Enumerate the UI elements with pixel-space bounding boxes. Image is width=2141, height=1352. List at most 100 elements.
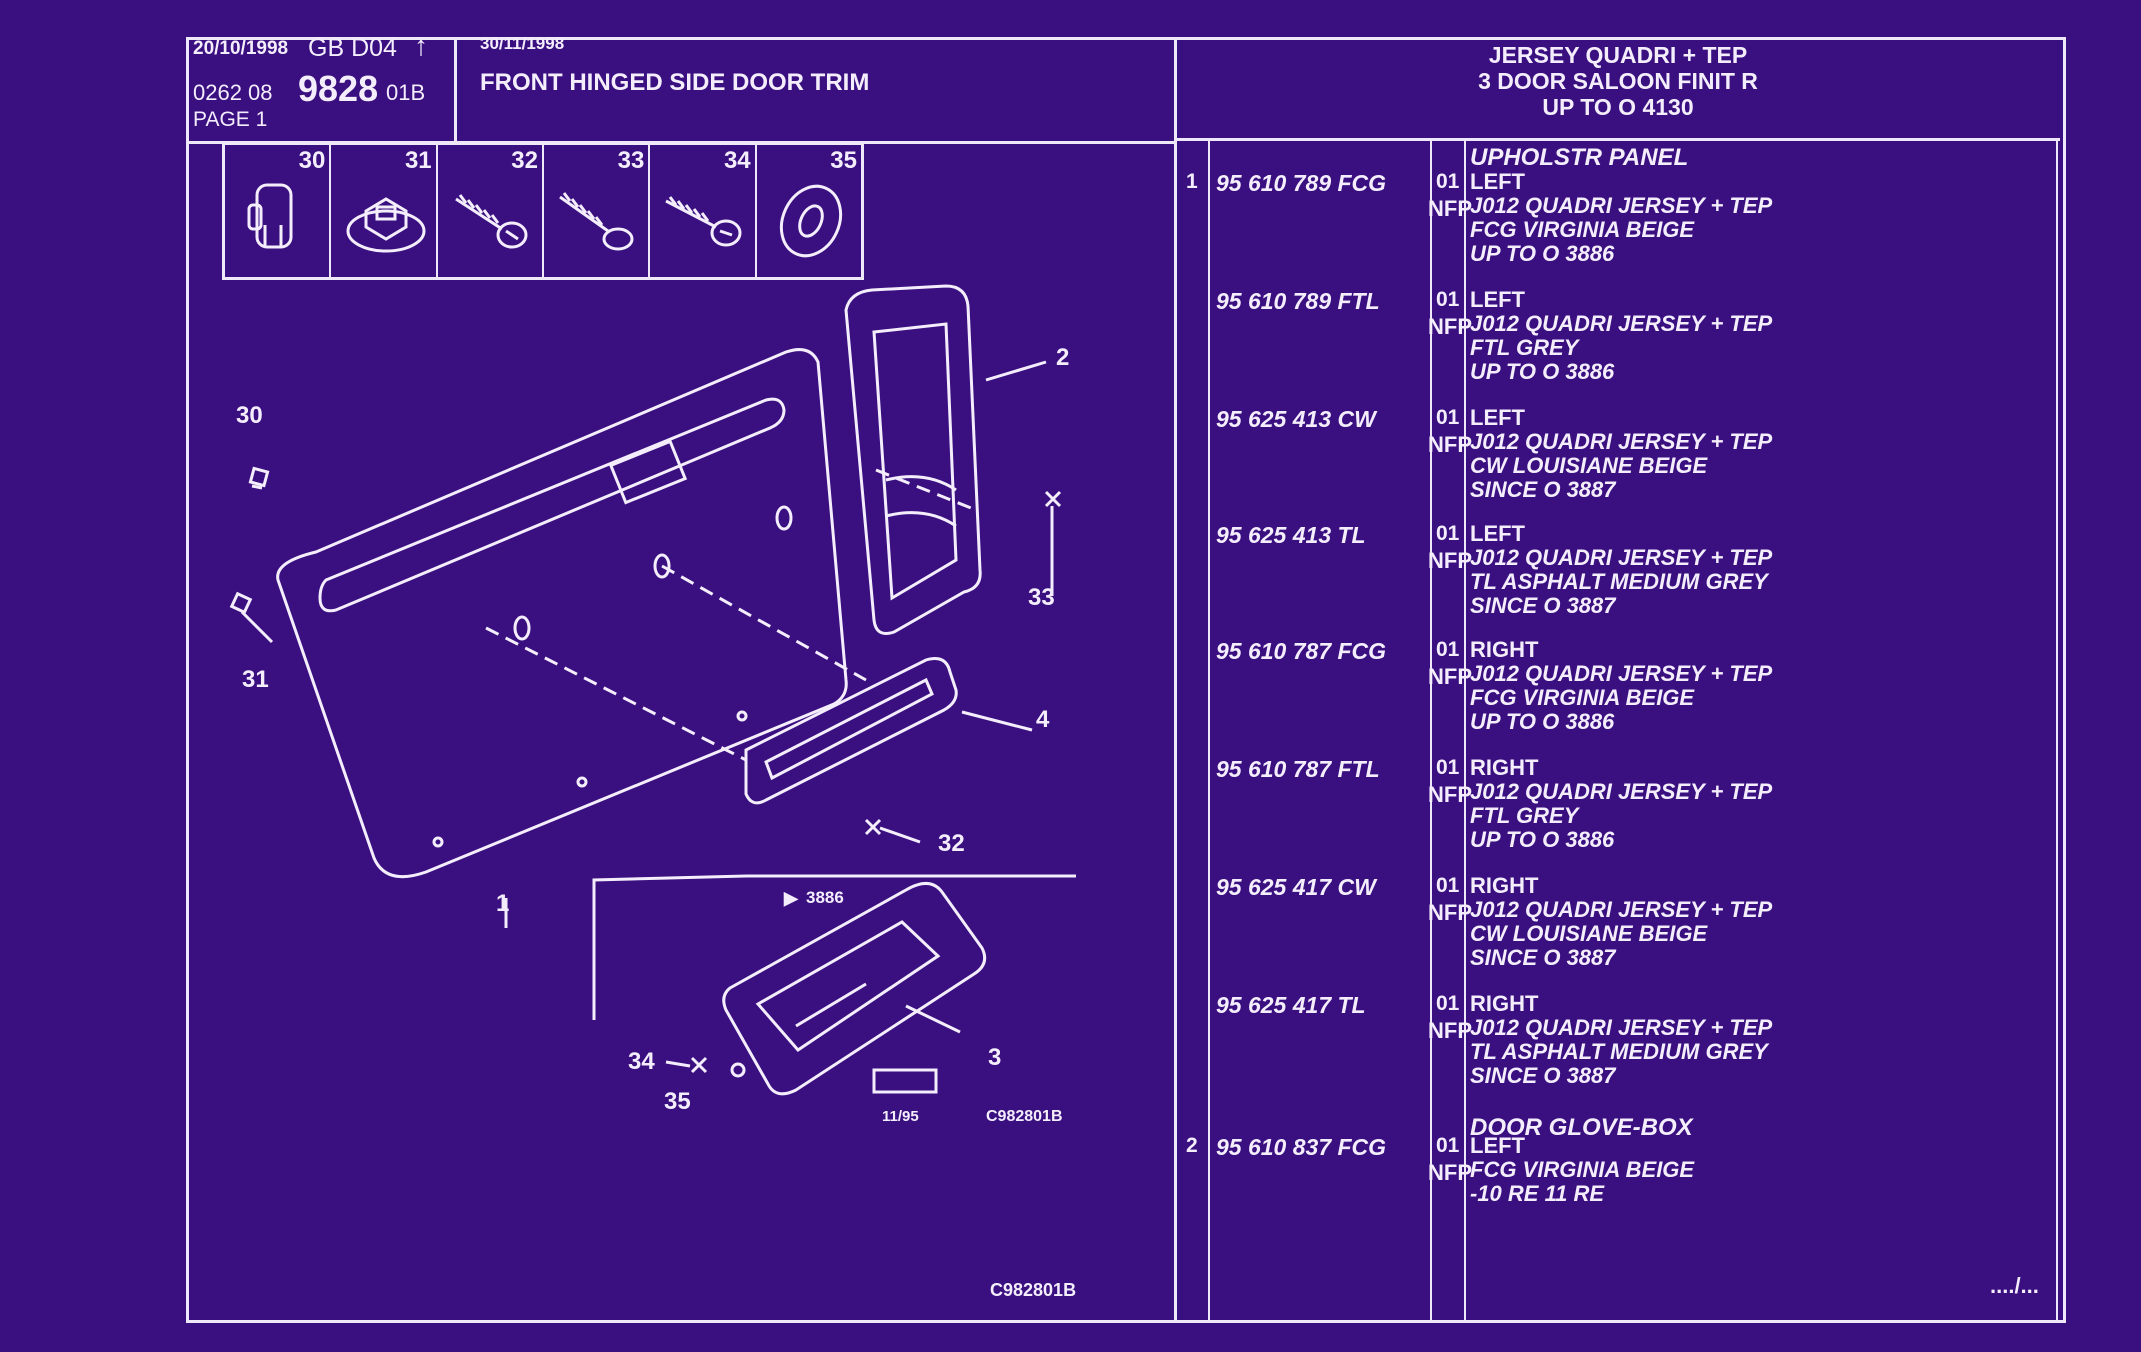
description-line: FTL GREY	[1470, 803, 1579, 828]
ref-cell-31: 31	[331, 145, 438, 277]
nfp-flag: NFP	[1428, 782, 1472, 807]
list-col-2	[1430, 140, 1432, 1320]
callout-33: 33	[1028, 584, 1055, 611]
callout-1: 1	[496, 890, 510, 917]
door-pocket	[844, 284, 982, 635]
header-ref-prefix: 0262 08	[193, 80, 273, 105]
quantity: 01	[1436, 406, 1460, 429]
item-number: 2	[1186, 1134, 1198, 1157]
description-line: J012 QUADRI JERSEY + TEP	[1470, 897, 1773, 922]
model-line-3: UP TO O 4130	[1542, 94, 1694, 120]
list-col-4	[2056, 140, 2058, 1320]
model-line-2: 3 DOOR SALOON FINIT R	[1478, 68, 1758, 94]
part-number: 95 625 413 TL	[1216, 522, 1366, 548]
nfp-flag: NFP	[1428, 664, 1472, 689]
model-line-1: JERSEY QUADRI + TEP	[1488, 42, 1748, 68]
callout-4: 4	[1036, 706, 1050, 733]
side-label: RIGHT	[1470, 637, 1539, 662]
ref-number: 33	[617, 147, 645, 174]
door-panel-slot	[318, 397, 786, 613]
screw-icon	[665, 196, 742, 247]
header-date2: 30/11/1998	[480, 34, 565, 53]
description-line: J012 QUADRI JERSEY + TEP	[1470, 1015, 1773, 1040]
side-label: LEFT	[1470, 1133, 1525, 1158]
description-line: UP TO O 3886	[1470, 709, 1615, 734]
description-line: SINCE O 3887	[1470, 477, 1616, 502]
header-ref-main: 9828	[298, 68, 379, 109]
marker-triangle-icon: ▶	[784, 888, 798, 908]
callout-30: 30	[236, 402, 263, 429]
inset-frame	[592, 874, 1076, 1020]
side-label: LEFT	[1470, 521, 1525, 546]
screw-icon	[454, 194, 528, 249]
description-line: -10 RE 11 RE	[1470, 1181, 1605, 1206]
ref-number: 31	[404, 147, 432, 174]
quantity: 01	[1436, 522, 1460, 545]
description-line: J012 QUADRI JERSEY + TEP	[1470, 193, 1773, 218]
ref-number: 35	[830, 147, 857, 174]
ref-number: 34	[723, 147, 751, 174]
nfp-flag: NFP	[1428, 314, 1472, 339]
drawing-code: C982801B	[990, 1280, 1077, 1300]
door-panel-outline	[276, 348, 848, 879]
ref-cell-30: 30	[225, 145, 332, 277]
description-line: CW LOUISIANE BEIGE	[1470, 921, 1708, 946]
side-label: LEFT	[1470, 287, 1525, 312]
nfp-flag: NFP	[1428, 1160, 1472, 1185]
ref-cell-35: 35	[757, 145, 861, 277]
marker-3886: 3886	[806, 888, 844, 907]
up-arrow-icon: ↑	[414, 30, 428, 61]
description-line: TL ASPHALT MEDIUM GREY	[1470, 1039, 1768, 1064]
description-line: TL ASPHALT MEDIUM GREY	[1470, 569, 1768, 594]
washer-icon	[779, 184, 842, 258]
main-divider	[1174, 37, 1177, 1320]
part-number: 95 610 789 FTL	[1216, 288, 1380, 314]
part-number: 95 625 417 TL	[1216, 992, 1366, 1018]
item-number: 1	[1186, 170, 1198, 193]
description-line: J012 QUADRI JERSEY + TEP	[1470, 311, 1773, 336]
screw-icon	[559, 192, 634, 251]
part-number: 95 610 789 FCG	[1216, 170, 1387, 196]
part-number: 95 610 787 FTL	[1216, 756, 1380, 782]
quantity: 01	[1436, 170, 1460, 193]
side-label: RIGHT	[1470, 873, 1539, 898]
glove-box	[722, 882, 987, 1096]
section-title-upholstr: UPHOLSTR PANEL	[1470, 144, 1689, 171]
side-label: RIGHT	[1470, 755, 1539, 780]
door-handle	[744, 657, 958, 805]
ref-cell-33: 33	[544, 145, 651, 277]
callout-3: 3	[988, 1044, 1002, 1071]
callout-34: 34	[628, 1048, 655, 1075]
nfp-flag: NFP	[1428, 432, 1472, 457]
date-stamp-frame	[872, 1068, 938, 1094]
description-line: CW LOUISIANE BEIGE	[1470, 453, 1708, 478]
clip-icon	[247, 183, 293, 249]
nfp-flag: NFP	[1428, 900, 1472, 925]
callout-32: 32	[938, 830, 965, 857]
date-stamp: 11/95	[882, 1108, 919, 1125]
quantity: 01	[1436, 288, 1460, 311]
door-panel-window	[608, 439, 688, 505]
nfp-flag: NFP	[1428, 196, 1472, 221]
part-number: 95 610 837 FCG	[1216, 1134, 1387, 1160]
side-label: LEFT	[1470, 169, 1525, 194]
fastener-reference-table: 30 31 32 33 34 35	[222, 142, 864, 280]
description-line: J012 QUADRI JERSEY + TEP	[1470, 661, 1773, 686]
part-number: 95 625 413 CW	[1216, 406, 1376, 432]
ref-number: 32	[511, 147, 538, 174]
door-trim-diagram	[229, 284, 1076, 1096]
description-line: FCG VIRGINIA BEIGE	[1470, 217, 1695, 242]
header-bottom-right	[1176, 138, 2060, 141]
callout-2: 2	[1056, 344, 1070, 371]
description-line: FCG VIRGINIA BEIGE	[1470, 1157, 1695, 1182]
description-line: FCG VIRGINIA BEIGE	[1470, 685, 1695, 710]
callout-35: 35	[664, 1088, 691, 1115]
quantity: 01	[1436, 874, 1460, 897]
header-ref-suffix: 01B	[386, 80, 426, 105]
header-page: PAGE 1	[193, 108, 268, 131]
description-line: J012 QUADRI JERSEY + TEP	[1470, 779, 1773, 804]
description-line: FTL GREY	[1470, 335, 1579, 360]
description-line: SINCE O 3887	[1470, 945, 1616, 970]
description-line: UP TO O 3886	[1470, 359, 1615, 384]
